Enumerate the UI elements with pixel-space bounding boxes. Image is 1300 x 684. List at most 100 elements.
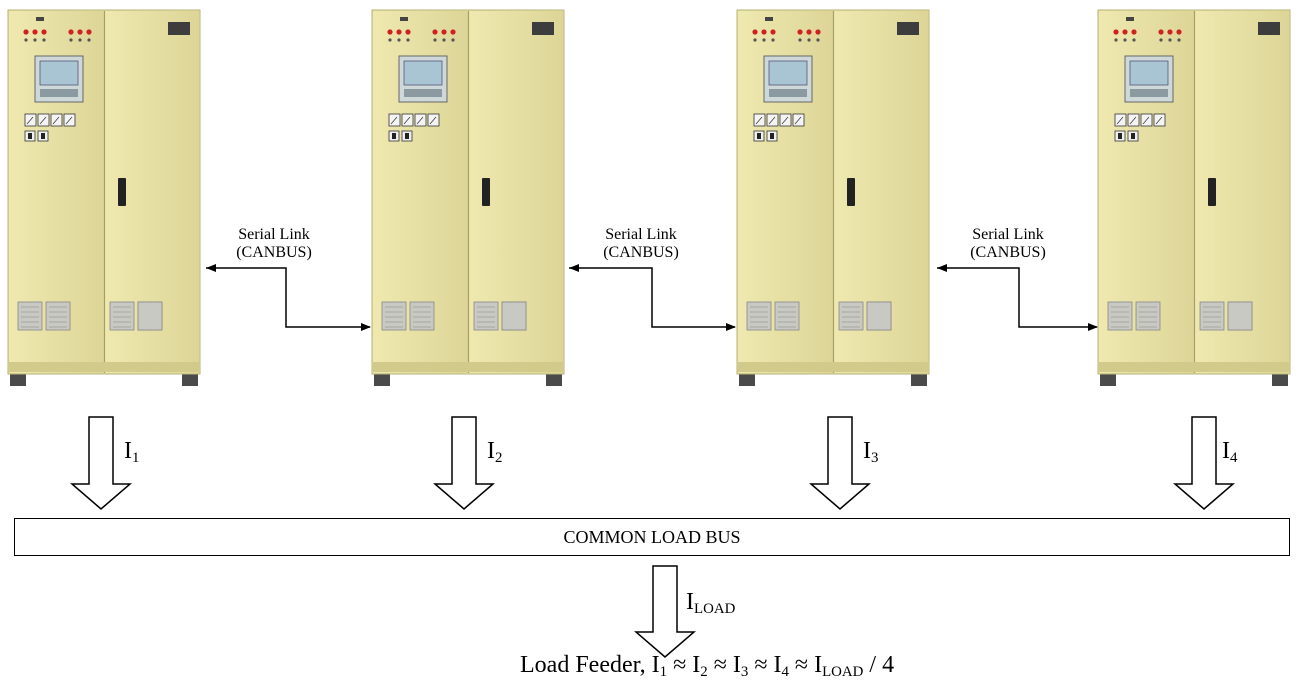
indicator-lamp [752,29,758,35]
indicator-lamp [77,29,83,35]
meter-needle [416,116,424,125]
current-label-3: I3 [863,438,878,467]
serial-link-label-2-line2: (CANBUS) [603,243,679,261]
serial-link-label-2-line1: Serial Link [605,226,677,243]
controller-keypad [404,89,442,97]
small-label-plate [36,17,44,21]
indicator-lamp-base [433,38,437,42]
vent-grille [381,301,407,331]
meter-needle [794,116,802,125]
cabinet-4 [1097,9,1291,386]
link-arrowhead-left-1 [206,264,216,272]
serial-link-label-3-line2: (CANBUS) [970,243,1046,261]
feeder-i1: I [651,652,660,678]
indicator-lamp-base [753,38,757,42]
current-label-2-base: I [487,438,495,464]
small-label-plate [765,17,773,21]
current-label-4-sub: 4 [1230,450,1238,467]
meter-needle [1142,116,1150,125]
indicator-lamp [450,29,456,35]
link-arrowhead-left-2 [569,264,579,272]
load-current-arrow [633,565,697,658]
selector-knob [757,133,761,139]
vent-grille [45,301,71,331]
name-plate [1258,22,1280,35]
vent-grille [1227,301,1253,331]
meter-needle [768,116,776,125]
controller-screen [1129,60,1169,86]
controller-screen [768,60,808,86]
meter-needle [52,116,60,125]
serial-link-label-3: Serial Link (CANBUS) [953,226,1063,261]
meter-needle [65,116,73,125]
door-handle [482,178,490,206]
indicator-lamp [770,29,776,35]
feeder-i2: I [692,652,701,678]
serial-link-connector-2 [569,267,736,331]
door-handle [118,178,126,206]
current-arrow-2 [432,416,496,510]
feeder-approx-1: ≈ [667,652,693,678]
serial-link-connector-1 [206,267,371,331]
indicator-lamp [761,29,767,35]
door-handle [847,178,855,206]
controller-screen [403,60,443,86]
selector-knob [28,133,32,139]
serial-link-label-1: Serial Link (CANBUS) [219,226,329,261]
current-label-2-sub: 2 [495,450,503,467]
current-label-3-base: I [863,438,871,464]
serial-link-label-2: Serial Link (CANBUS) [586,226,696,261]
selector-knob [41,133,45,139]
cabinet-base [1098,362,1290,372]
serial-link-label-3-line1: Serial Link [972,226,1044,243]
feeder-i3-sub: 3 [740,664,749,681]
vent-grille [866,301,892,331]
cabinet-base [8,362,200,372]
door-handle [1208,178,1216,206]
load-current-label: ILOAD [686,589,735,618]
meter-needle [1129,116,1137,125]
indicator-lamp-base [33,38,37,42]
controller-keypad [769,89,807,97]
current-label-1-sub: 1 [132,450,140,467]
cabinet-foot [546,372,562,386]
indicator-lamp-base [397,38,401,42]
name-plate [168,22,190,35]
small-label-plate [1126,17,1134,21]
cabinet-base [737,362,929,372]
common-load-bus-label: COMMON LOAD BUS [563,526,741,547]
vent-grille [774,301,800,331]
link-arrowhead-left-3 [937,264,947,272]
feeder-i4: I [773,652,782,678]
indicator-lamp [1158,29,1164,35]
vent-grille [409,301,435,331]
current-label-4-base: I [1222,438,1230,464]
selector-knob [392,133,396,139]
vent-grille [1107,301,1133,331]
indicator-lamp [441,29,447,35]
common-load-bus: COMMON LOAD BUS [14,518,1290,556]
vent-grille [1199,301,1225,331]
indicator-lamp [396,29,402,35]
indicator-lamp [32,29,38,35]
current-label-4: I4 [1222,438,1237,467]
name-plate [897,22,919,35]
indicator-lamp [806,29,812,35]
selector-knob [770,133,774,139]
indicator-lamp-base [816,38,820,42]
cabinet-foot [374,372,390,386]
indicator-lamp-base [42,38,46,42]
meter-needle [781,116,789,125]
load-current-sub: LOAD [694,601,736,618]
cabinet-foot [911,372,927,386]
small-label-plate [400,17,408,21]
indicator-lamp [41,29,47,35]
controller-keypad [40,89,78,97]
feeder-approx-4: ≈ [788,652,815,678]
current-label-3-sub: 3 [871,450,879,467]
feeder-suffix: / 4 [863,652,895,678]
cabinet-foot [739,372,755,386]
meter-needle [390,116,398,125]
controller-keypad [1130,89,1168,97]
meter-needle [1116,116,1124,125]
